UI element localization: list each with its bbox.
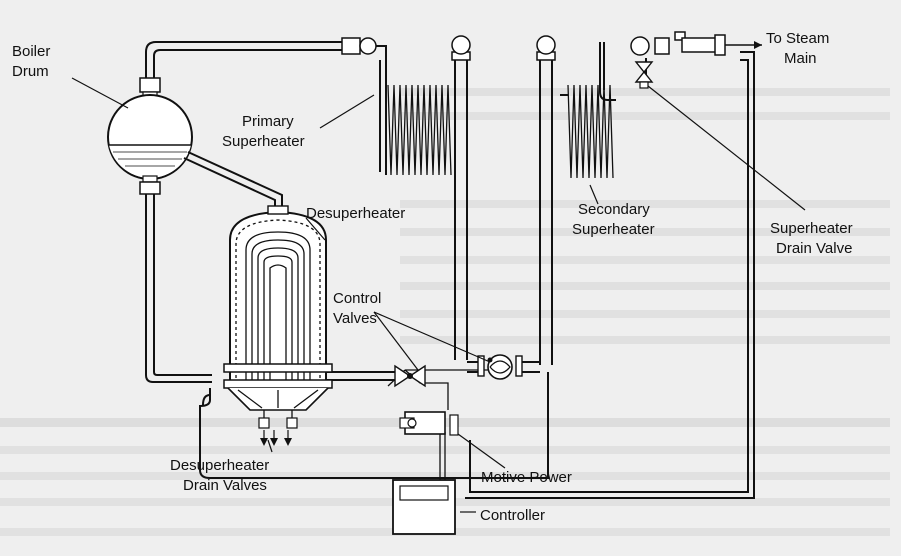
superheater-drain-valve-label-line2: Drain Valve [776,240,852,257]
controller-box [392,479,456,535]
primary-superheater-label-line2: Superheater [222,133,305,150]
controller-label: Controller [480,507,545,524]
control-valves-label-line2: Valves [333,310,377,327]
control-valve-left [394,364,426,388]
boiler-drum-label-line2: Drum [12,63,49,80]
motive-power-actuator [399,411,459,436]
label-desuperheater-drain-valves: Desuperheater Drain Valves [170,457,269,494]
desuperheater-drain-valves-label-line1: Desuperheater [170,457,269,474]
secondary-superheater-label-line2: Superheater [572,221,655,238]
primary-superheater-label-line1: Primary [242,113,294,130]
to-steam-main-label-line1: To Steam [766,30,829,47]
boiler-drum [107,77,193,195]
secondary-superheater-label-line1: Secondary [578,201,650,218]
superheater-drain-valve-label-line1: Superheater [770,220,853,237]
secondary-superheater-coil [560,84,614,179]
desuperheater-label: Desuperheater [306,205,405,222]
leader-lines [71,77,806,513]
motive-power-label: Motive Power [481,469,572,486]
header-valve [341,37,377,55]
desuperheater-drain-valves-label-line2: Drain Valves [183,477,267,494]
label-to-steam-main: To Steam Main [766,30,829,67]
desuperheater-drain-valves [258,410,298,446]
primary-superheater-coil [387,84,452,176]
control-valve-right [477,354,523,380]
label-control-valves: Control Valves [333,290,381,327]
label-superheater-drain-valve: Superheater Drain Valve [770,220,853,257]
secondary-inlet-cap [536,35,556,61]
primary-outlet-cap [451,35,471,61]
desuperheater-vessel [223,205,333,411]
boiler-drum-label-line1: Boiler [12,43,50,60]
control-valves-label-line1: Control [333,290,381,307]
label-secondary-superheater: Secondary Superheater [572,201,655,238]
steam-main-outlet [630,31,762,56]
superheater-drain-valve [634,61,654,89]
to-steam-main-label-line2: Main [784,50,817,67]
steam-piping [145,41,755,499]
label-boiler-drum: Boiler Drum [12,43,50,80]
label-primary-superheater: Primary Superheater [222,113,305,150]
